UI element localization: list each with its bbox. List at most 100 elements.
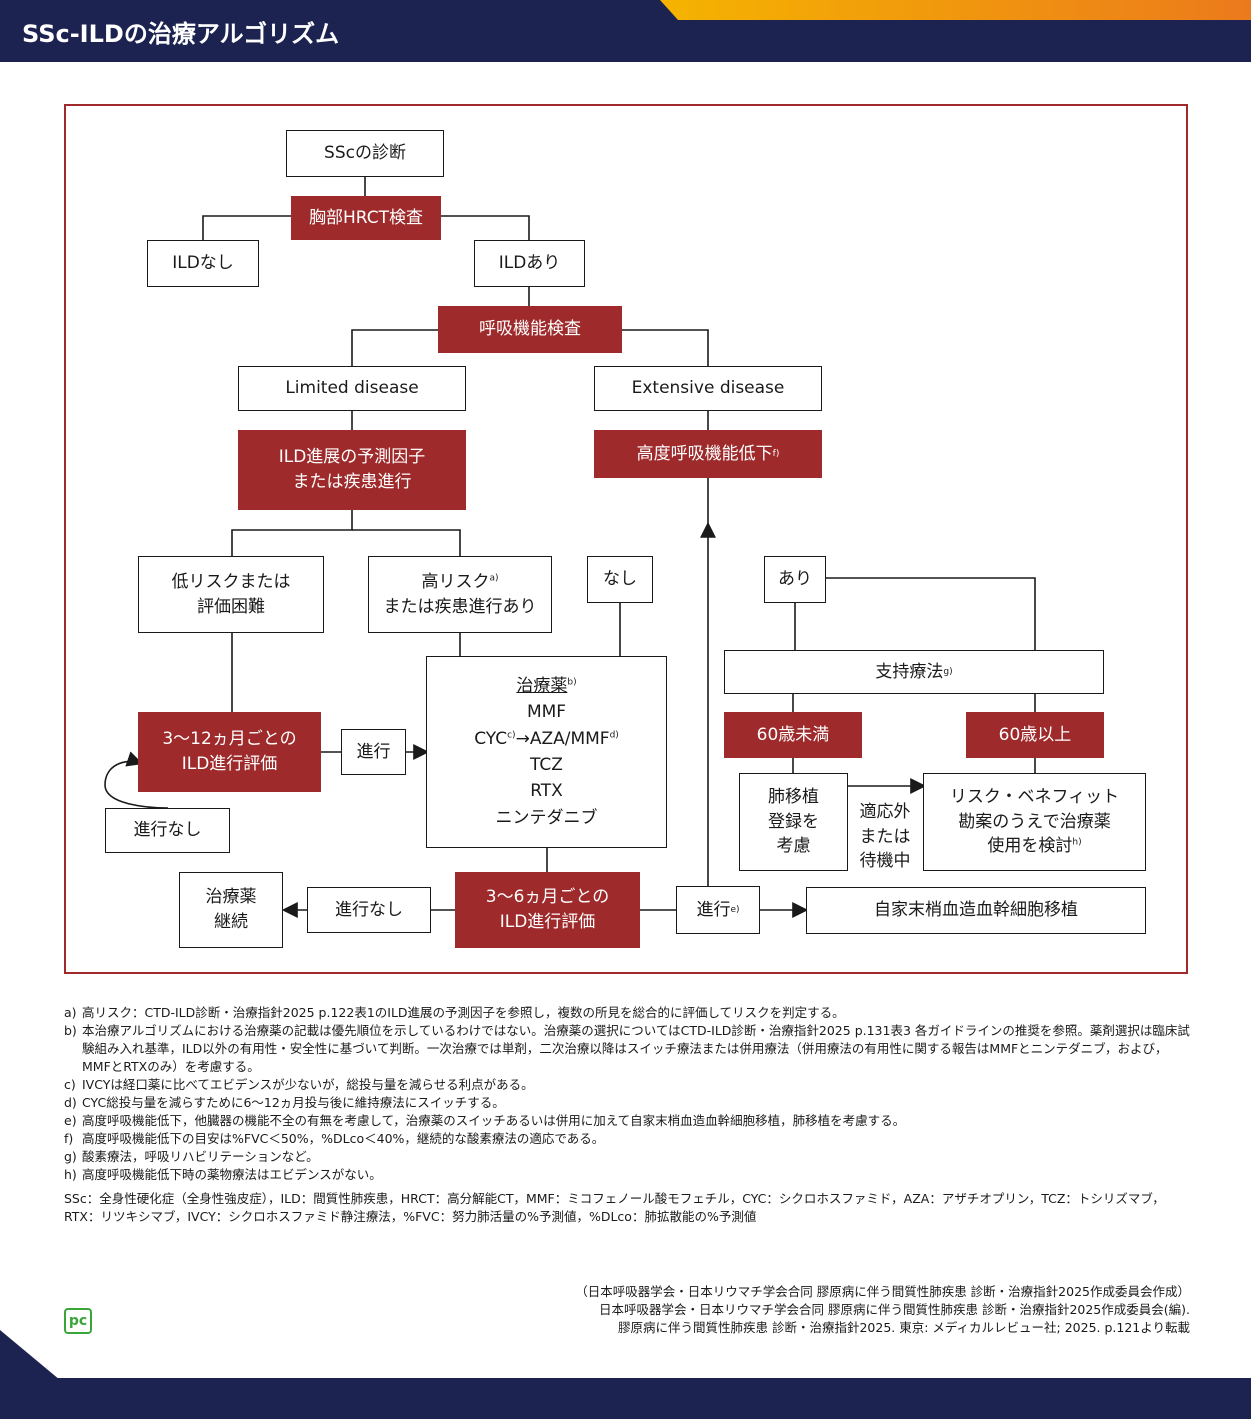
limited-disease-box: Limited disease bbox=[238, 366, 466, 411]
pft-box: 呼吸機能検査 bbox=[438, 306, 622, 353]
ild-present-text: ILDあり bbox=[498, 253, 561, 274]
note-key: a) bbox=[64, 1005, 77, 1020]
note-e: e) 高度呼吸機能低下，他臓器の機能不全の有無を考慮して，治療薬のスイッチあるいは… bbox=[64, 1112, 1194, 1130]
low-risk-line2: 評価困難 bbox=[197, 596, 265, 617]
drugs-title: 治療薬 bbox=[516, 675, 568, 696]
low-risk-line1: 低リスクまたは bbox=[171, 571, 291, 592]
ssc-diagnosis-box: SScの診断 bbox=[286, 130, 444, 177]
risk-benefit-line3: 使用を検討 bbox=[987, 836, 1073, 857]
under-60-box: 60歳未満 bbox=[724, 712, 862, 758]
transplant-line2: 登録を bbox=[768, 811, 819, 832]
footnote-b-ref: b) bbox=[567, 677, 577, 688]
ahsct-text: 自家末梢血造血幹細胞移植 bbox=[874, 900, 1078, 921]
pc-logo: pc bbox=[64, 1308, 92, 1334]
note-text: 本治療アルゴリズムにおける治療薬の記載は優先順位を示しているわけではない。治療薬… bbox=[82, 1023, 1190, 1074]
severe-resp-text: 高度呼吸機能低下 bbox=[636, 443, 773, 464]
note-b: b) 本治療アルゴリズムにおける治療薬の記載は優先順位を示しているわけではない。治… bbox=[64, 1022, 1194, 1076]
header-accent-stripe bbox=[660, 0, 1251, 20]
footnote-c-ref: c) bbox=[507, 730, 516, 740]
ssc-diagnosis-text: SScの診断 bbox=[324, 143, 406, 164]
drug-nintedanib: ニンテダニブ bbox=[495, 807, 598, 828]
none-text: なし bbox=[603, 569, 637, 590]
continue-line2: 継続 bbox=[214, 912, 248, 932]
note-text: 高度呼吸機能低下の目安は%FVC＜50%，%DLco＜40%，継続的な酸素療法の… bbox=[82, 1131, 605, 1146]
note-key: d) bbox=[64, 1095, 77, 1110]
ineligible-line2: または bbox=[859, 826, 911, 847]
drug-tcz: TCZ bbox=[530, 755, 563, 775]
continue-box: 治療薬 継続 bbox=[179, 872, 283, 948]
risk-benefit-box: リスク・ベネフィット 勘案のうえで治療薬 使用を検討h) bbox=[923, 773, 1146, 871]
footer-bar bbox=[0, 1378, 1251, 1419]
abbreviations-line2: RTX：リツキシマブ，IVCY：シクロホスファミド静注療法，%FVC：努力肺活量… bbox=[64, 1209, 757, 1224]
high-risk-line1: 高リスク bbox=[421, 571, 490, 592]
risk-benefit-line1: リスク・ベネフィット bbox=[949, 787, 1120, 808]
ahsct-box: 自家末梢血造血幹細胞移植 bbox=[806, 887, 1146, 934]
drug-rtx: RTX bbox=[530, 781, 563, 802]
note-key: f) bbox=[64, 1131, 74, 1146]
note-text: 酸素療法，呼吸リハビリテーションなど。 bbox=[82, 1149, 319, 1164]
eval-3-12-box: 3〜12ヵ月ごとの ILD進行評価 bbox=[138, 712, 321, 792]
note-f: f) 高度呼吸機能低下の目安は%FVC＜50%，%DLco＜40%，継続的な酸素療… bbox=[64, 1130, 1194, 1148]
over-60-box: 60歳以上 bbox=[966, 712, 1104, 758]
abbreviations-line1: SSc：全身性硬化症（全身性強皮症），ILD：間質性肺疾患，HRCT：高分解能C… bbox=[64, 1191, 1165, 1206]
risk-benefit-line2: 勘案のうえで治療薬 bbox=[958, 811, 1111, 832]
credit-line2: 日本呼吸器学会・日本リウマチ学会合同 膠原病に伴う間質性肺疾患 診断・治療指針2… bbox=[599, 1302, 1190, 1317]
eval-3-6-line2: ILD進行評価 bbox=[499, 912, 596, 932]
note-text: 高度呼吸機能低下，他臓器の機能不全の有無を考慮して，治療薬のスイッチあるいは併用… bbox=[82, 1113, 906, 1128]
note-c: c) IVCYは経口薬に比べてエビデンスが少ないが，総投与量を減らせる利点がある。 bbox=[64, 1076, 1194, 1094]
none-box: なし bbox=[587, 556, 653, 603]
footnote-h-ref: h) bbox=[1072, 837, 1082, 848]
high-risk-line2: または疾患進行あり bbox=[383, 596, 537, 617]
transplant-box: 肺移植 登録を 考慮 bbox=[739, 773, 848, 871]
note-key: b) bbox=[64, 1023, 77, 1038]
note-key: e) bbox=[64, 1113, 77, 1128]
source-credits: （日本呼吸器学会・日本リウマチ学会合同 膠原病に伴う間質性肺疾患 診断・治療指針… bbox=[500, 1283, 1190, 1337]
eval-3-6-line1: 3〜6ヵ月ごとの bbox=[485, 887, 610, 908]
credit-line1: （日本呼吸器学会・日本リウマチ学会合同 膠原病に伴う間質性肺疾患 診断・治療指針… bbox=[575, 1284, 1190, 1299]
drug-cyc: CYC bbox=[474, 728, 508, 749]
eval-3-12-line2: ILD進行評価 bbox=[181, 754, 278, 774]
note-d: d) CYC総投与量を減らすために6〜12ヵ月投与後に維持療法にスイッチする。 bbox=[64, 1094, 1194, 1112]
note-a: a) 高リスク：CTD-ILD診断・治療指針2025 p.122表1のILD進展の… bbox=[64, 1004, 1194, 1022]
note-key: h) bbox=[64, 1167, 77, 1182]
progression-box: 進行 bbox=[341, 729, 406, 775]
transplant-line3: 考慮 bbox=[776, 836, 811, 857]
limited-disease-text: Limited disease bbox=[285, 378, 419, 399]
note-key: c) bbox=[64, 1077, 76, 1092]
ineligible-line3: 待機中 bbox=[859, 851, 911, 872]
no-progression-text: 進行なし bbox=[133, 820, 202, 841]
note-text: 高リスク：CTD-ILD診断・治療指針2025 p.122表1のILD進展の予測… bbox=[82, 1005, 845, 1020]
no-progression2-text: 進行なし bbox=[335, 899, 403, 920]
credit-line3: 膠原病に伴う間質性肺疾患 診断・治療指針2025. 東京: メディカルレビュー社… bbox=[617, 1320, 1190, 1335]
switch-arrow: → bbox=[515, 728, 530, 749]
note-key: g) bbox=[64, 1149, 77, 1164]
no-ild-box: ILDなし bbox=[147, 240, 259, 287]
ild-present-box: ILDあり bbox=[474, 240, 585, 287]
predictors-box: ILD進展の予測因子 または疾患進行 bbox=[238, 430, 466, 510]
present-box: あり bbox=[764, 556, 826, 603]
over-60-text: 60歳以上 bbox=[998, 724, 1072, 745]
footnote-a-ref: a) bbox=[489, 573, 499, 584]
hrct-text: 胸部HRCT検査 bbox=[308, 207, 423, 228]
supportive-text: 支持療法 bbox=[875, 661, 944, 682]
hrct-box: 胸部HRCT検査 bbox=[291, 196, 441, 240]
continue-line1: 治療薬 bbox=[205, 887, 257, 908]
progression-text: 進行 bbox=[356, 741, 391, 762]
ineligible-label: 適応外 または 待機中 bbox=[851, 800, 919, 874]
footer-wedge bbox=[0, 1330, 60, 1380]
eval-3-6-box: 3〜6ヵ月ごとの ILD進行評価 bbox=[455, 872, 640, 948]
drugs-box: 治療薬b) MMF CYCc)→AZA/MMFd) TCZ RTX ニンテダニブ bbox=[426, 656, 667, 848]
no-progression2-box: 進行なし bbox=[307, 887, 431, 933]
no-ild-text: ILDなし bbox=[172, 253, 234, 274]
eval-3-12-line1: 3〜12ヵ月ごとの bbox=[162, 729, 297, 750]
extensive-disease-box: Extensive disease bbox=[594, 366, 822, 411]
high-risk-box: 高リスクa) または疾患進行あり bbox=[368, 556, 552, 633]
pft-text: 呼吸機能検査 bbox=[479, 319, 581, 340]
note-text: CYC総投与量を減らすために6〜12ヵ月投与後に維持療法にスイッチする。 bbox=[82, 1095, 505, 1110]
algorithm-frame bbox=[64, 104, 1188, 974]
predictors-line2: または疾患進行 bbox=[292, 472, 412, 492]
footnote-d-ref: d) bbox=[609, 730, 619, 740]
note-text: IVCYは経口薬に比べてエビデンスが少ないが，総投与量を減らせる利点がある。 bbox=[82, 1077, 534, 1092]
